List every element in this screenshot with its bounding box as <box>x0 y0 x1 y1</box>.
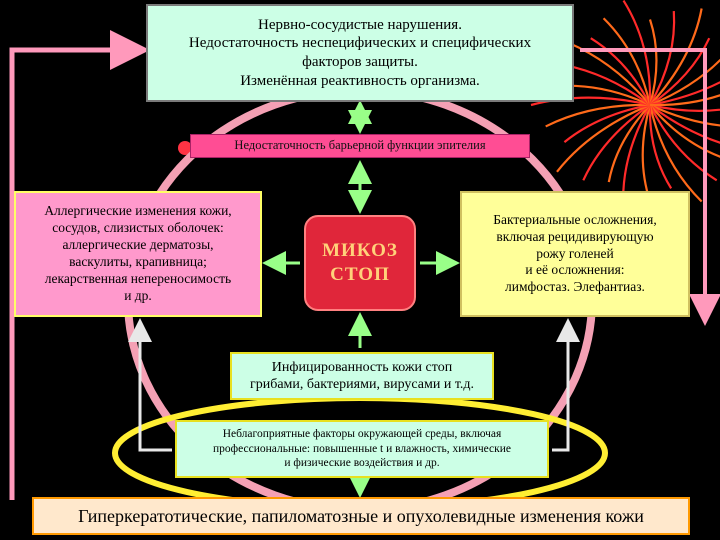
center-box-line-2: СТОП <box>330 264 390 285</box>
left-box-line-5: лекарственная непереносимость <box>44 270 232 286</box>
top-factors-box: Нервно-сосудистые нарушения. Недостаточн… <box>146 4 574 102</box>
firework-streak <box>590 37 651 106</box>
infect-box-line-2: грибами, бактериями, вирусами и т.д. <box>249 377 475 392</box>
bottom-box-text: Гиперкератотические, папиломатозные и оп… <box>78 505 644 526</box>
left-box-line-1: Аллергические изменения кожи, <box>44 203 232 219</box>
firework-streak <box>607 104 651 183</box>
foot-mycosis-box: МИКОЗ СТОП <box>304 215 416 311</box>
right-box-line-5: лимфостаз. Элефантиаз. <box>505 279 645 295</box>
firework-streak <box>649 11 676 106</box>
firework-streak <box>648 104 703 203</box>
bacterial-complications-box: Бактериальные осложнения, включая рециди… <box>460 191 690 317</box>
firework-streak <box>556 103 651 173</box>
firework-streak <box>530 96 651 107</box>
left-box-line-3: аллергические дерматозы, <box>62 237 214 253</box>
firework-streak <box>648 104 673 189</box>
top-box-line-1: Нервно-сосудистые нарушения. <box>258 16 462 33</box>
center-box-line-1: МИКОЗ <box>322 240 398 262</box>
firework-streak <box>649 94 720 107</box>
fireworks-decoration <box>178 0 720 210</box>
left-box-line-4: васкулиты, крапивница; <box>69 254 207 269</box>
firework-streak <box>649 58 720 107</box>
barrier-function-box: Недостаточность барьерной функции эпител… <box>190 134 530 158</box>
arrow-env-to-right <box>552 318 580 452</box>
feedback-arrow-left <box>9 30 150 500</box>
allergic-changes-box: Аллергические изменения кожи, сосудов, с… <box>14 191 262 317</box>
arrow-env-to-left <box>128 318 172 452</box>
environment-factors-box: Неблагоприятные факторы окружающей среды… <box>175 420 549 478</box>
firework-streak <box>649 81 720 107</box>
firework-streak <box>649 103 720 112</box>
infection-box: Инфицированность кожи стоп грибами, бакт… <box>230 352 494 400</box>
env-box-line-2: профессиональные: повышенные t и влажнос… <box>213 442 511 455</box>
env-box-line-1: Неблагоприятные факторы окружающей среды… <box>222 428 502 441</box>
firework-streak <box>582 104 651 181</box>
firework-streak <box>649 37 711 106</box>
firework-streak <box>641 104 652 202</box>
barrier-box-text: Недостаточность барьерной функции эпител… <box>234 138 486 153</box>
glow-dot <box>178 141 192 155</box>
right-box-line-2: включая рецидивирующую <box>496 228 654 244</box>
right-box-line-3: рожу голеней <box>536 245 614 261</box>
top-box-line-4: Изменённая реактивность организма. <box>240 72 480 89</box>
firework-streak <box>649 104 720 127</box>
top-box-line-2: Недостаточность неспецифических и специф… <box>188 35 532 52</box>
right-box-line-4: и её осложнения: <box>525 262 625 278</box>
env-box-line-3: и физические воздействия и др. <box>284 457 440 470</box>
firework-streak <box>649 104 718 182</box>
firework-streak <box>649 104 720 144</box>
firework-streak <box>563 103 651 143</box>
infect-box-line-1: Инфицированность кожи стоп <box>271 359 453 375</box>
right-box-line-1: Бактериальные осложнения, <box>493 211 657 227</box>
firework-streak <box>545 103 651 128</box>
left-box-line-2: сосудов, слизистых оболочек: <box>52 220 224 236</box>
firework-streak <box>649 8 703 106</box>
firework-streak <box>648 19 658 106</box>
skin-changes-box: Гиперкератотические, папиломатозные и оп… <box>32 497 690 535</box>
feedback-arrow-right <box>580 48 720 326</box>
top-box-line-3: факторов защиты. <box>302 54 418 70</box>
firework-streak <box>649 104 720 158</box>
left-box-line-6: и др. <box>124 287 152 303</box>
firework-streak <box>602 17 652 106</box>
